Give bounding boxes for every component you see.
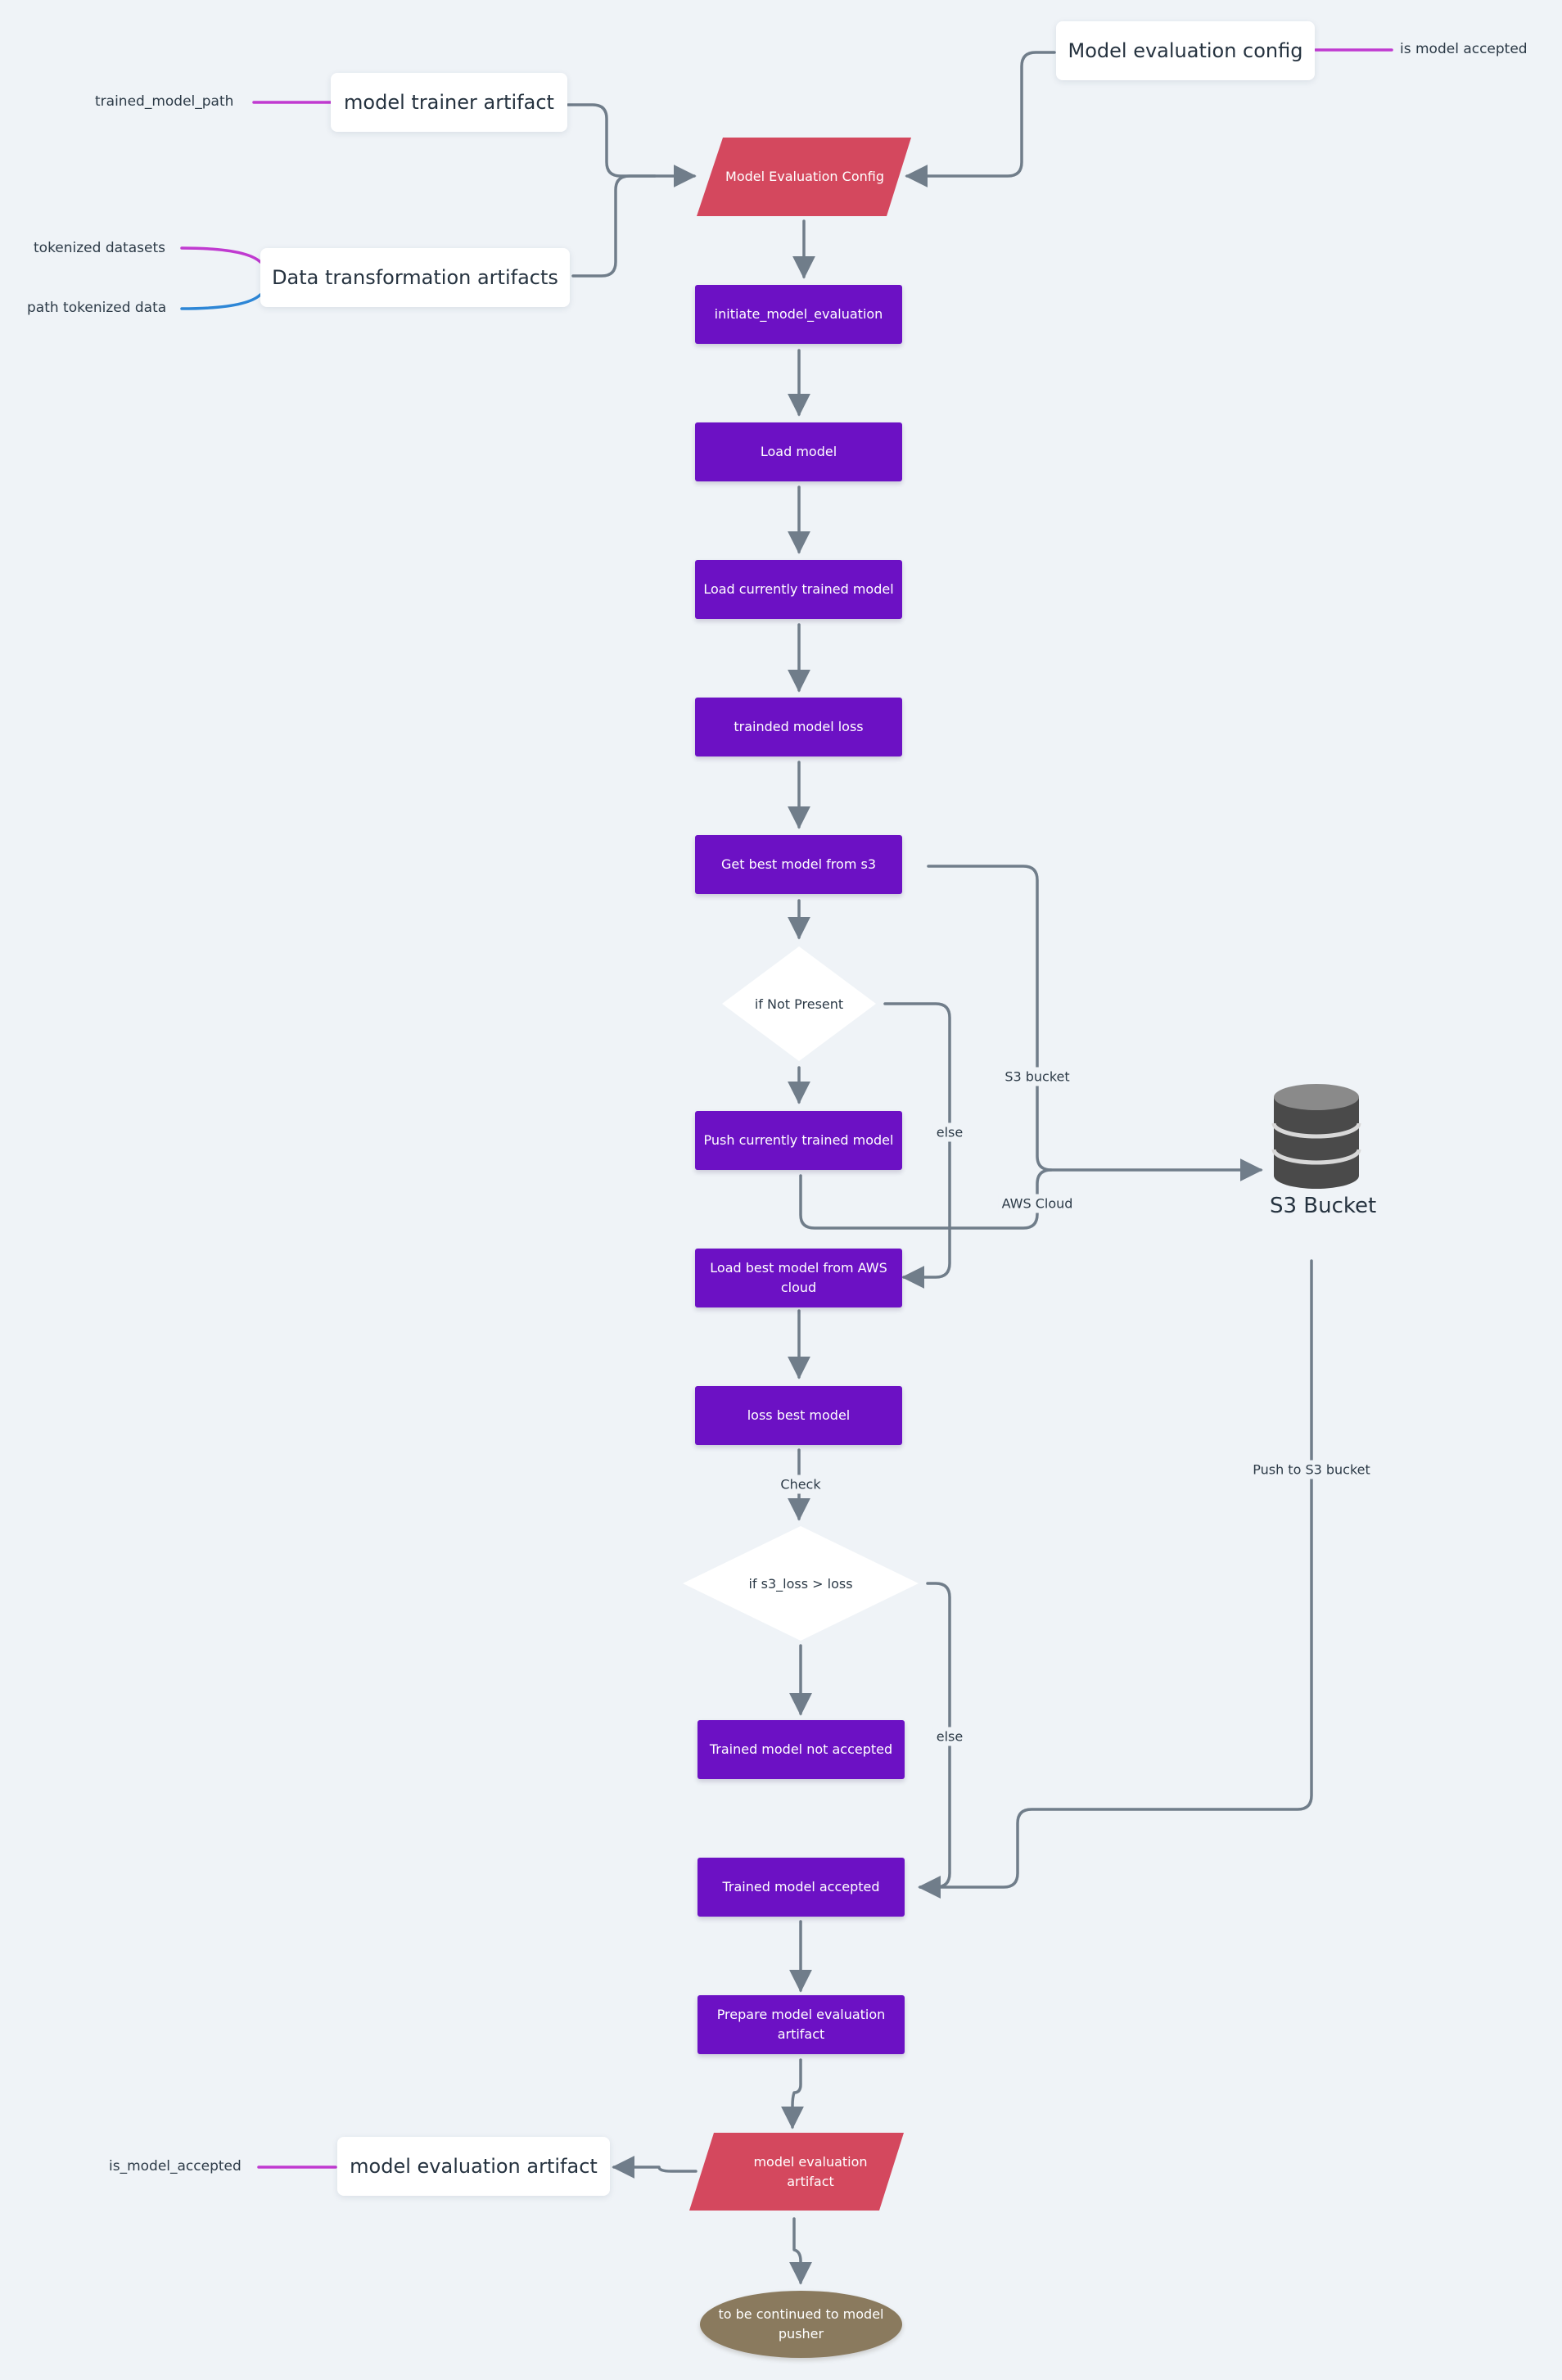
if-not-present-decision[interactable]: if Not Present: [754, 996, 844, 1012]
label-trained-model-path: trained_model_path: [95, 93, 234, 110]
edge-label-check: Check: [777, 1475, 824, 1494]
database-icon: [1271, 1084, 1361, 1189]
if-s3-loss-decision[interactable]: if s3_loss > loss: [748, 1575, 853, 1592]
edge-transform-to-config: [571, 174, 657, 278]
edge-push-to-s3: [918, 1259, 1313, 1899]
model-evaluation-artifact-card-label: model evaluation artifact: [350, 2155, 598, 2178]
edge-push-to-aws: [799, 1168, 1053, 1230]
edge-getbest-to-s3: [927, 865, 1263, 1181]
trained-model-accepted-node[interactable]: Trained model accepted: [697, 1858, 905, 1917]
model-evaluation-config-node[interactable]: Model Evaluation Config: [725, 169, 884, 184]
edge-artifact-to-card: [612, 2156, 697, 2179]
model-evaluation-artifact-node[interactable]: model evaluation artifact: [753, 2153, 868, 2189]
link-tokenized-datasets: [180, 246, 262, 264]
initiate-model-evaluation-node[interactable]: initiate_model_evaluation: [695, 285, 902, 344]
edge-evalcfg-to-config: [905, 51, 1056, 187]
model-trainer-artifact-label: model trainer artifact: [344, 91, 554, 114]
loss-best-model-node[interactable]: loss best model: [695, 1386, 902, 1445]
if-s3-loss-diamond-shape: [683, 1526, 919, 1641]
load-best-model-aws-node[interactable]: Load best model from AWS cloud: [695, 1249, 902, 1307]
edge-artifact-to-continue: [789, 2217, 812, 2285]
edge-label-aws-cloud: AWS Cloud: [998, 1194, 1077, 1213]
output-parallelogram-shape: [689, 2133, 904, 2211]
model-evaluation-config-card-label: Model evaluation config: [1068, 39, 1303, 62]
if-not-present-diamond-shape: [722, 946, 876, 1061]
edge-trainer-to-config: [567, 103, 697, 187]
continue-to-model-pusher-node[interactable]: to be continued to model pusher: [700, 2291, 902, 2358]
edge-prepare-to-artifact: [781, 2058, 804, 2129]
load-model-node[interactable]: Load model: [695, 422, 902, 481]
link-path-tokenized: [180, 293, 262, 310]
data-transformation-artifacts-card[interactable]: Data transformation artifacts: [260, 248, 570, 307]
label-is-model-accepted-output: is_model_accepted: [109, 2158, 242, 2175]
model-trainer-artifact-card[interactable]: model trainer artifact: [331, 73, 567, 132]
trained-model-loss-node[interactable]: trainded model loss: [695, 698, 902, 756]
label-tokenized-datasets: tokenized datasets: [34, 240, 165, 256]
s3-bucket-label: S3 Bucket: [1270, 1194, 1377, 1218]
edge-label-s3-bucket: S3 bucket: [1001, 1067, 1073, 1086]
model-evaluation-artifact-card[interactable]: model evaluation artifact: [337, 2137, 610, 2196]
edge-label-else-1: else: [932, 1122, 967, 1142]
label-path-tokenized-data: path tokenized data: [27, 300, 167, 316]
get-best-model-node[interactable]: Get best model from s3: [695, 835, 902, 894]
prepare-model-evaluation-artifact-node[interactable]: Prepare model evaluation artifact: [697, 1995, 905, 2054]
edge-label-else-2: else: [932, 1727, 967, 1746]
label-is-model-accepted: is model accepted: [1400, 41, 1528, 57]
push-currently-trained-model-node[interactable]: Push currently trained model: [695, 1111, 902, 1170]
load-currently-trained-model-node[interactable]: Load currently trained model: [695, 560, 902, 619]
start-parallelogram-shape: [697, 138, 911, 216]
data-transformation-artifacts-label: Data transformation artifacts: [272, 266, 558, 289]
trained-model-not-accepted-node[interactable]: Trained model not accepted: [697, 1720, 905, 1779]
edge-label-push-to-s3: Push to S3 bucket: [1249, 1460, 1374, 1479]
model-evaluation-config-card[interactable]: Model evaluation config: [1056, 21, 1315, 80]
